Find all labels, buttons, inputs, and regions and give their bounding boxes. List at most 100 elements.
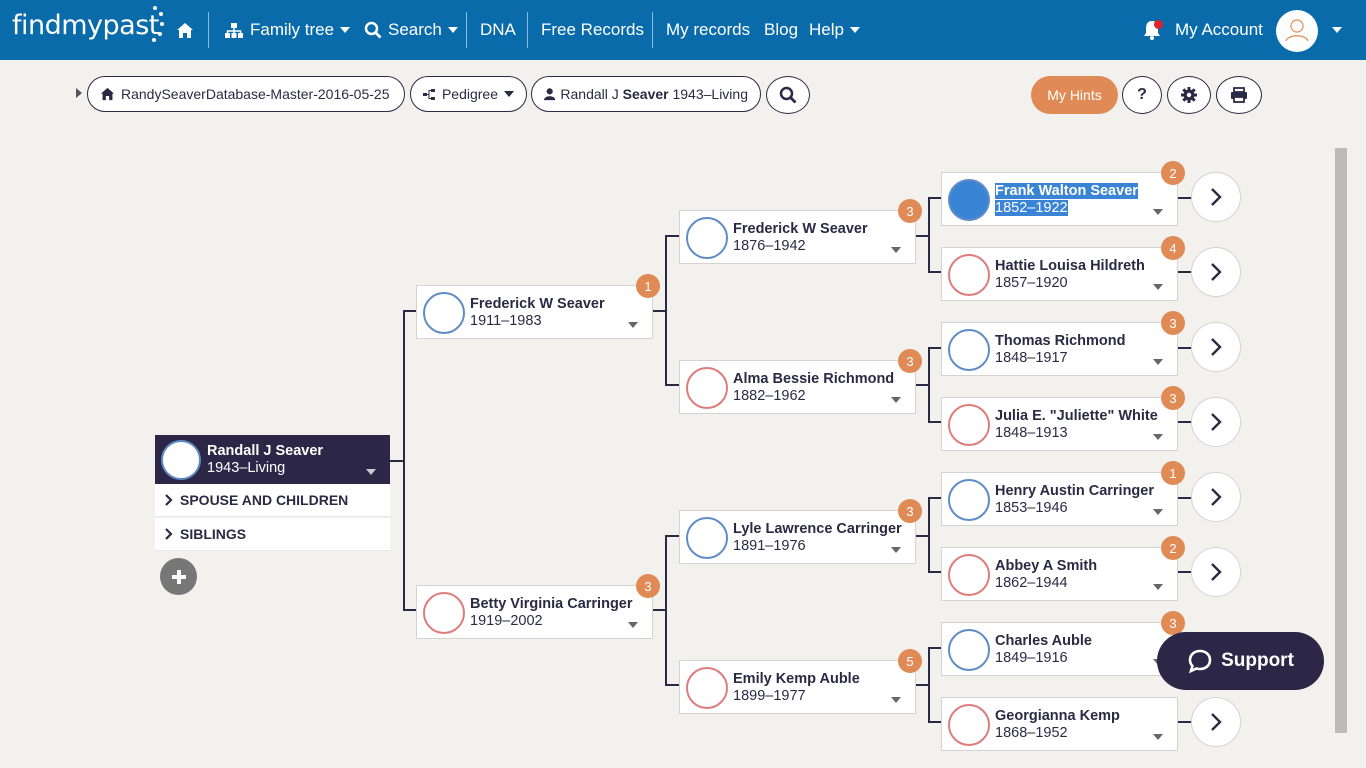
person-card-great-grandparent[interactable]: Charles Auble 1849–1916 bbox=[941, 622, 1178, 676]
scrollbar[interactable] bbox=[1335, 148, 1347, 733]
person-card-maternal-grandfather[interactable]: Lyle Lawrence Carringer 1891–1976 bbox=[679, 510, 916, 564]
nav-help[interactable]: Help bbox=[809, 0, 860, 60]
person-card-maternal-grandmother[interactable]: Emily Kemp Auble 1899–1977 bbox=[679, 660, 916, 714]
hint-count-badge[interactable]: 1 bbox=[636, 274, 660, 298]
chevron-down-icon[interactable] bbox=[1153, 509, 1163, 515]
expand-ancestors-button[interactable] bbox=[1191, 697, 1241, 747]
chevron-down-icon[interactable] bbox=[366, 469, 376, 475]
person-card-great-grandparent[interactable]: Abbey A Smith 1862–1944 bbox=[941, 547, 1178, 601]
hint-count-badge[interactable]: 2 bbox=[1161, 161, 1185, 185]
chevron-down-icon[interactable] bbox=[891, 247, 901, 253]
person-dates: 1868–1952 bbox=[995, 725, 1068, 741]
chevron-down-icon[interactable] bbox=[1153, 284, 1163, 290]
nav-family-tree[interactable]: Family tree bbox=[224, 0, 351, 60]
chevron-down-icon[interactable] bbox=[1153, 434, 1163, 440]
chevron-down-icon[interactable] bbox=[1153, 209, 1163, 215]
person-name: Randall J Seaver bbox=[207, 443, 324, 459]
spouse-and-children-toggle[interactable]: SPOUSE AND CHILDREN bbox=[155, 484, 390, 517]
findmypast-logo[interactable]: findmypast bbox=[12, 6, 164, 42]
chevron-right-icon bbox=[1211, 338, 1222, 356]
help-button[interactable]: ? bbox=[1122, 76, 1162, 114]
nav-search-label: Search bbox=[388, 20, 442, 39]
chevron-right-icon bbox=[1211, 413, 1222, 431]
settings-button[interactable] bbox=[1167, 76, 1211, 114]
tree-database-selector[interactable]: RandySeaverDatabase-Master-2016-05-25 bbox=[87, 76, 405, 112]
person-dates: 1862–1944 bbox=[995, 575, 1068, 591]
hint-count-badge[interactable]: 3 bbox=[1161, 611, 1185, 635]
siblings-toggle[interactable]: SIBLINGS bbox=[155, 518, 390, 551]
view-selector[interactable]: Pedigree bbox=[410, 76, 527, 112]
chevron-down-icon[interactable] bbox=[891, 397, 901, 403]
person-surname: Seaver bbox=[622, 86, 669, 102]
person-dates: 1911–1983 bbox=[470, 313, 542, 329]
expand-triangle-icon[interactable] bbox=[76, 88, 82, 98]
person-card-great-grandparent[interactable]: Georgianna Kemp 1868–1952 bbox=[941, 697, 1178, 751]
root-person-card[interactable]: Randall J Seaver 1943–Living bbox=[155, 435, 390, 484]
person-card-great-grandparent[interactable]: Frank Walton Seaver 1852–1922 bbox=[941, 172, 1178, 226]
chevron-down-icon[interactable] bbox=[891, 697, 901, 703]
nav-search[interactable]: Search bbox=[364, 0, 458, 60]
hint-count-badge[interactable]: 3 bbox=[1161, 311, 1185, 335]
person-selector[interactable]: Randall J Seaver 1943–Living bbox=[531, 76, 761, 112]
hint-count-badge[interactable]: 1 bbox=[1161, 461, 1185, 485]
siblings-label: SIBLINGS bbox=[180, 526, 247, 542]
avatar[interactable] bbox=[1276, 10, 1318, 52]
hint-count-badge[interactable]: 3 bbox=[898, 499, 922, 523]
person-card-paternal-grandmother[interactable]: Alma Bessie Richmond 1882–1962 bbox=[679, 360, 916, 414]
hint-count-badge[interactable]: 3 bbox=[898, 349, 922, 373]
female-avatar-icon bbox=[948, 554, 990, 596]
person-card-father[interactable]: Frederick W Seaver 1911–1983 bbox=[416, 285, 653, 339]
support-chat-button[interactable]: Support bbox=[1157, 632, 1324, 690]
chevron-down-icon bbox=[849, 27, 860, 33]
hint-count-badge[interactable]: 3 bbox=[898, 199, 922, 223]
hint-count-badge[interactable]: 5 bbox=[898, 649, 922, 673]
add-person-button[interactable] bbox=[160, 558, 197, 595]
expand-ancestors-button[interactable] bbox=[1191, 547, 1241, 597]
spouse-and-children-label: SPOUSE AND CHILDREN bbox=[180, 492, 349, 508]
expand-ancestors-button[interactable] bbox=[1191, 472, 1241, 522]
expand-ancestors-button[interactable] bbox=[1191, 172, 1241, 222]
database-name: RandySeaverDatabase-Master-2016-05-25 bbox=[121, 86, 390, 102]
person-card-great-grandparent[interactable]: Julia E. "Juliette" White 1848–1913 bbox=[941, 397, 1178, 451]
person-card-mother[interactable]: Betty Virginia Carringer 1919–2002 bbox=[416, 585, 653, 639]
nav-my-account[interactable]: My Account bbox=[1175, 20, 1263, 39]
printer-icon bbox=[1231, 87, 1247, 103]
nav-blog[interactable]: Blog bbox=[764, 20, 799, 39]
person-card-paternal-grandfather[interactable]: Frederick W Seaver 1876–1942 bbox=[679, 210, 916, 264]
expand-ancestors-button[interactable] bbox=[1191, 322, 1241, 372]
chevron-down-icon[interactable] bbox=[628, 322, 638, 328]
nav-my-records[interactable]: My records bbox=[666, 20, 751, 39]
hint-count-badge[interactable]: 4 bbox=[1161, 236, 1185, 260]
question-mark-icon: ? bbox=[1137, 86, 1147, 103]
male-avatar-icon bbox=[686, 517, 728, 559]
person-dates: 1919–2002 bbox=[470, 613, 543, 629]
female-avatar-icon bbox=[423, 592, 465, 634]
chevron-down-icon[interactable] bbox=[628, 622, 638, 628]
expand-ancestors-button[interactable] bbox=[1191, 247, 1241, 297]
my-hints-button[interactable]: My Hints bbox=[1031, 76, 1118, 114]
plus-icon bbox=[171, 569, 186, 584]
print-button[interactable] bbox=[1216, 76, 1262, 114]
chevron-down-icon[interactable] bbox=[1153, 359, 1163, 365]
person-dates: 1943–Living bbox=[672, 86, 748, 102]
nav-dna[interactable]: DNA bbox=[480, 20, 516, 39]
hint-count-badge[interactable]: 2 bbox=[1161, 536, 1185, 560]
hint-count-badge[interactable]: 3 bbox=[1161, 386, 1185, 410]
person-card-great-grandparent[interactable]: Hattie Louisa Hildreth 1857–1920 bbox=[941, 247, 1178, 301]
account-menu-caret[interactable] bbox=[1326, 0, 1342, 60]
nav-divider bbox=[652, 12, 653, 48]
chevron-down-icon[interactable] bbox=[1153, 584, 1163, 590]
chevron-down-icon[interactable] bbox=[891, 547, 901, 553]
chevron-down-icon[interactable] bbox=[1153, 734, 1163, 740]
search-icon bbox=[364, 21, 382, 39]
search-person-button[interactable] bbox=[766, 76, 810, 114]
hint-count-badge[interactable]: 3 bbox=[636, 574, 660, 598]
person-card-great-grandparent[interactable]: Henry Austin Carringer 1853–1946 bbox=[941, 472, 1178, 526]
male-avatar-icon bbox=[161, 440, 201, 480]
nav-free-records[interactable]: Free Records bbox=[541, 20, 644, 39]
person-card-great-grandparent[interactable]: Thomas Richmond 1848–1917 bbox=[941, 322, 1178, 376]
notifications-bell-icon[interactable] bbox=[1141, 0, 1163, 60]
expand-ancestors-button[interactable] bbox=[1191, 397, 1241, 447]
chevron-right-icon bbox=[1211, 488, 1222, 506]
home-icon[interactable] bbox=[176, 0, 194, 60]
